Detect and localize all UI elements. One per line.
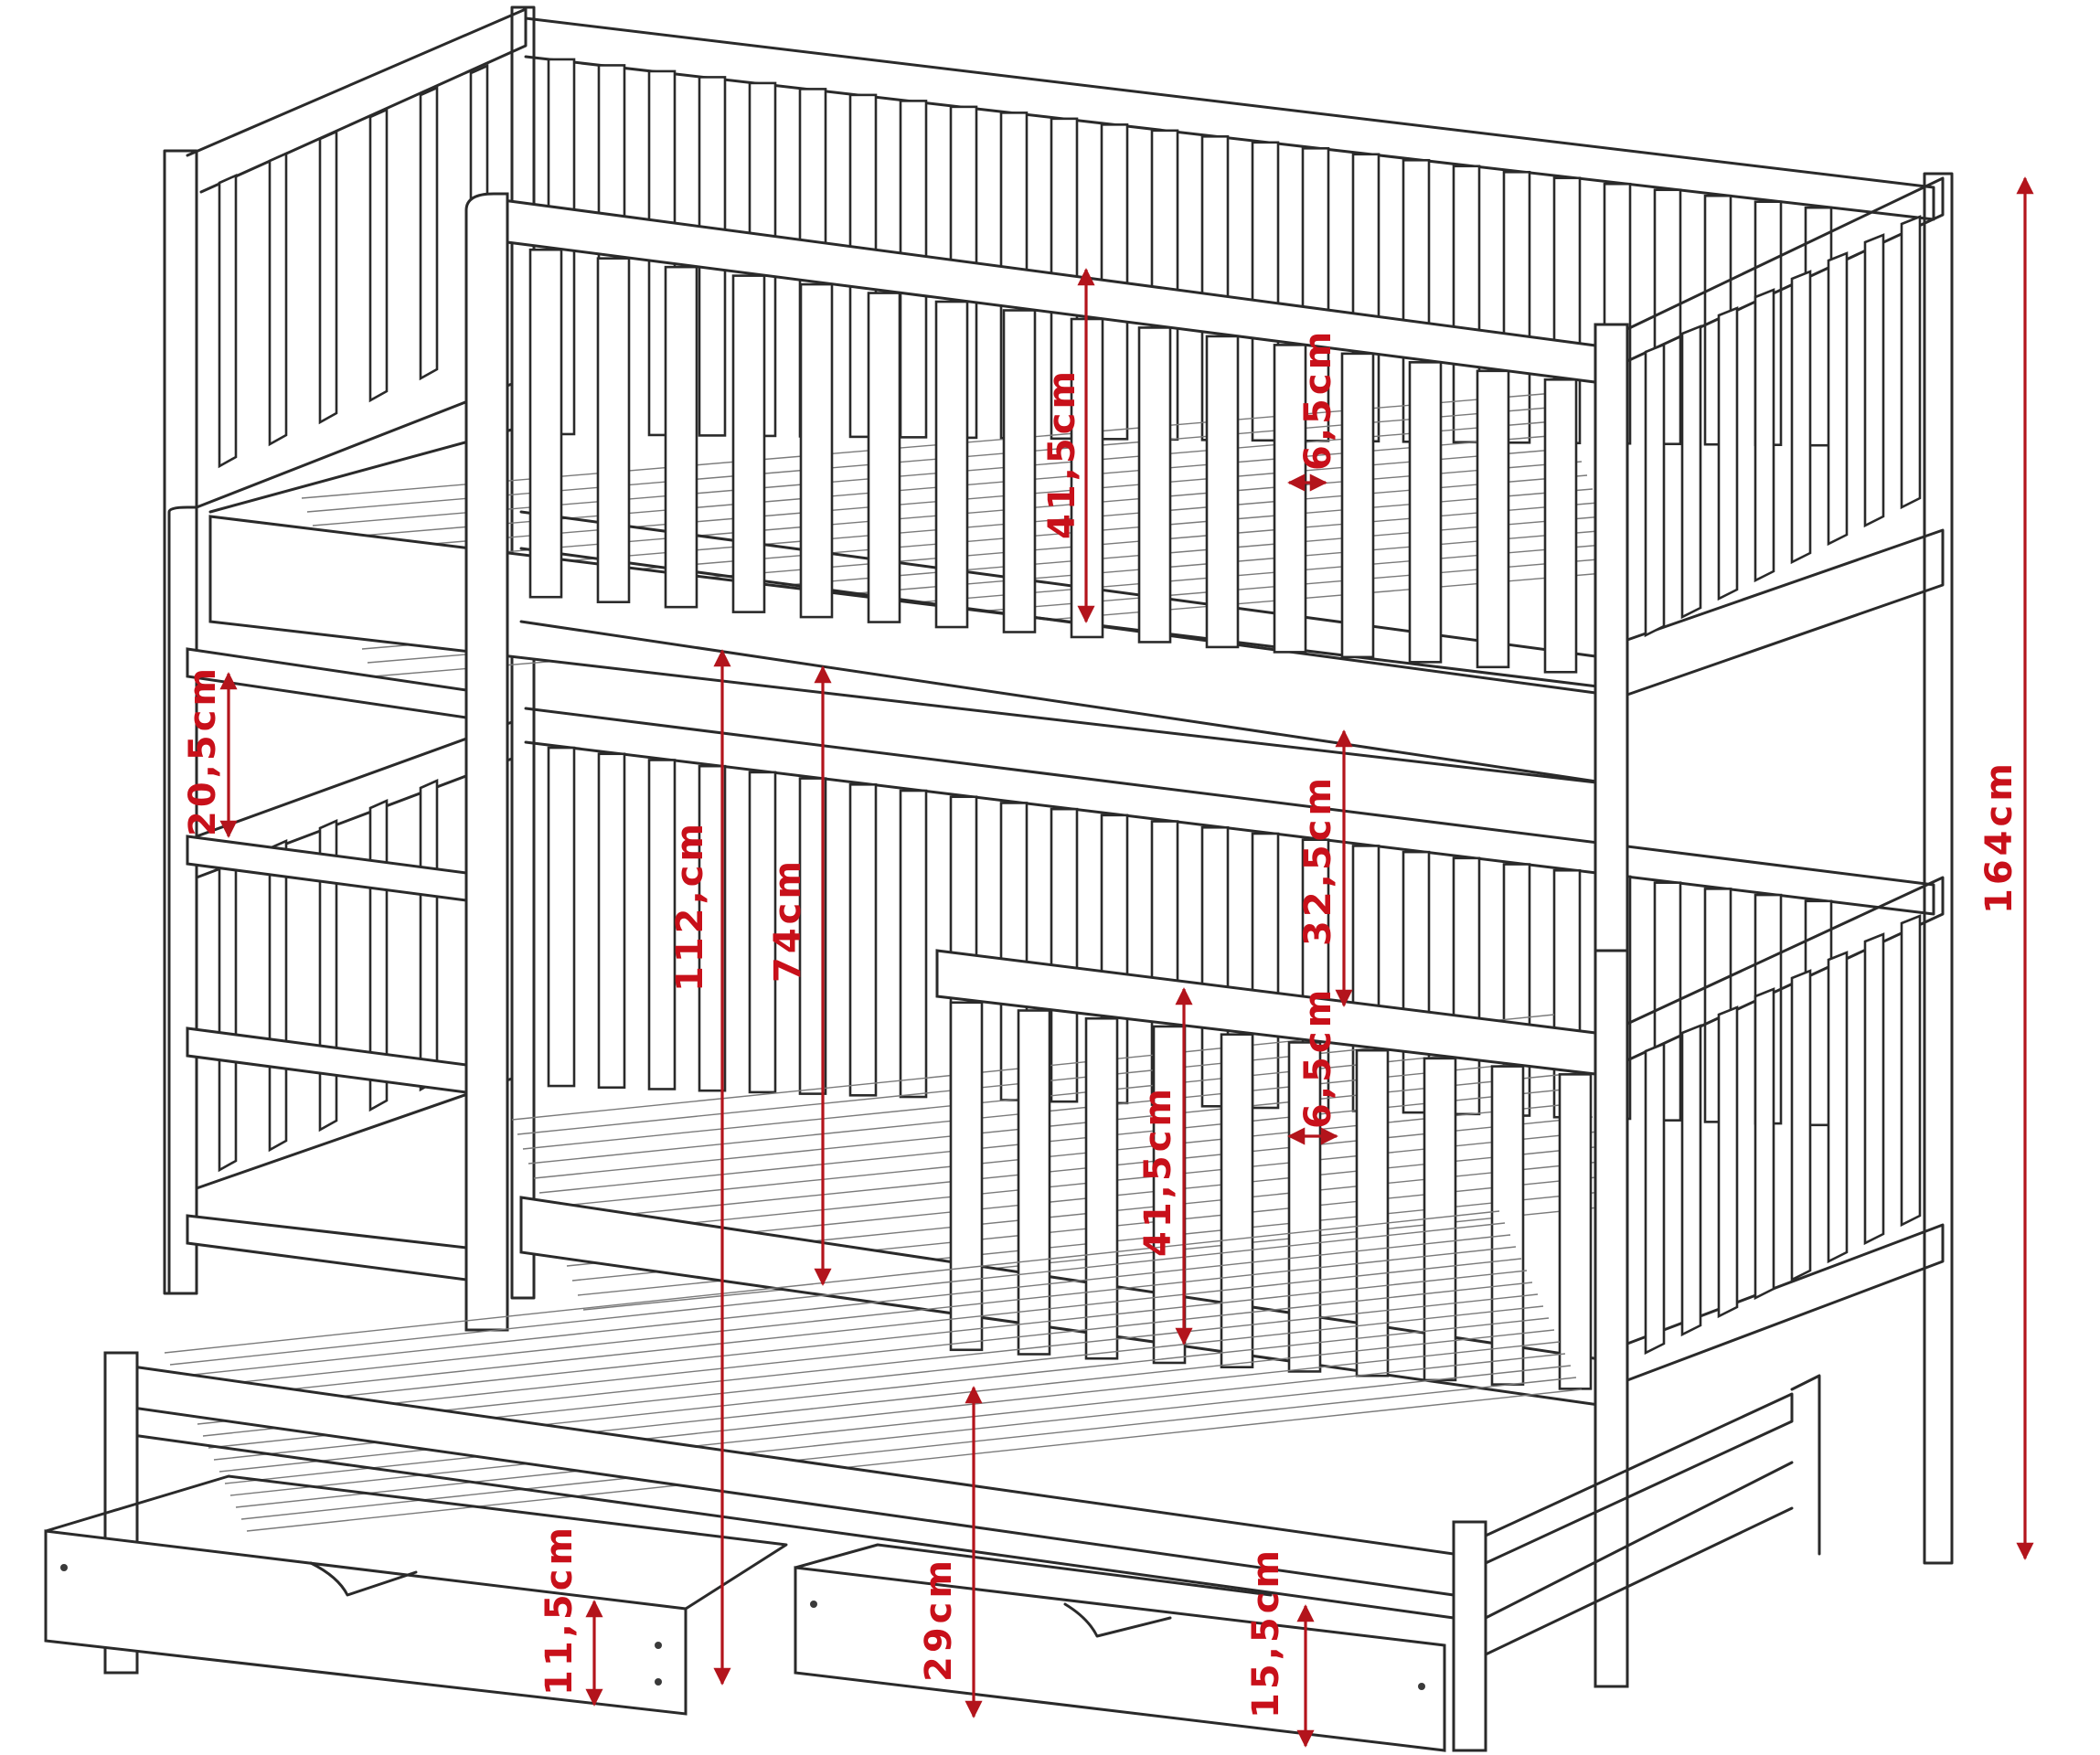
trundle-slat-line <box>180 1246 1517 1389</box>
left-drawer <box>44 1474 788 1716</box>
left-lower-slat <box>268 838 288 1153</box>
back-lower-slats <box>547 746 1833 1127</box>
lower-bunk <box>511 876 1945 1409</box>
right-lower-slat <box>1900 914 1922 1228</box>
label-total-height: 164cm <box>1978 760 2020 914</box>
front-lower-slat <box>1423 1057 1457 1382</box>
front-upper-slat <box>664 265 698 609</box>
label-ladder-step: 20,5cm <box>182 665 224 836</box>
trundle-slat-line <box>235 1365 1572 1508</box>
back-lower-slat <box>1251 832 1280 1110</box>
right-upper-slat <box>1644 343 1666 638</box>
right-upper-slat <box>1900 215 1922 510</box>
trundle-slat-line <box>246 1388 1583 1532</box>
back-lower-slat <box>899 789 928 1099</box>
back-lower-slat <box>1050 807 1079 1103</box>
back-lower-slat <box>748 771 777 1094</box>
lower-bed-slat-line <box>533 1072 1577 1179</box>
front-upper-slat <box>867 292 901 623</box>
front-upper-slat <box>1002 309 1037 633</box>
right-upper-slat <box>1790 270 1812 565</box>
front-lower-slat <box>1084 1016 1119 1360</box>
left-upper-slat <box>419 85 439 381</box>
front-lower-slat <box>1558 1073 1593 1390</box>
right-lower-slat <box>1717 1005 1739 1319</box>
front-upper-slat <box>596 257 631 603</box>
trundle-slat-line <box>191 1270 1528 1413</box>
trundle-slat-line <box>169 1222 1506 1366</box>
right-lower-slat <box>1644 1042 1666 1356</box>
right-drawer <box>794 1543 1446 1752</box>
label-lower-clearance: 32,5cm <box>1297 774 1339 946</box>
label-frame-to-top-bed: 112,cm <box>669 820 711 992</box>
front-upper-slat <box>1476 369 1510 669</box>
left-lower-slat <box>419 778 439 1092</box>
label-left-drawer-height: 11,5cm <box>538 1524 581 1696</box>
trundle-slat-line <box>224 1341 1561 1484</box>
front-lower-slat <box>1220 1033 1254 1368</box>
front-upper-slat <box>799 282 834 619</box>
left-upper-slat <box>268 151 288 447</box>
right-upper-slat <box>1863 233 1885 528</box>
label-trundle-height: 29cm <box>918 1557 960 1682</box>
front-lower-slat <box>1017 1009 1051 1356</box>
front-upper-slat <box>731 274 766 613</box>
trundle <box>103 1210 1821 1752</box>
trundle-slat-line <box>164 1210 1500 1354</box>
back-upper-slat <box>1452 165 1481 444</box>
back-lower-slat <box>1200 825 1230 1108</box>
front-upper-slat <box>1543 378 1578 674</box>
dimension-annotations: 41,5cm 6,5cm 20,5cm 32,5cm 112,cm 74cm 1… <box>182 176 2034 1748</box>
trundle-slat-line <box>197 1282 1533 1425</box>
label-lower-slat-gap: 6,5cm <box>1297 986 1339 1129</box>
front-lower-slat <box>1490 1065 1525 1386</box>
left-lower-end-panel <box>195 720 514 1190</box>
front-posts <box>167 192 1629 1688</box>
right-upper-slat <box>1827 251 1849 547</box>
trundle-slat-line <box>186 1258 1522 1401</box>
trundle-slat-line <box>175 1234 1511 1377</box>
right-lower-slat <box>1863 932 1885 1246</box>
trundle-slat-line <box>240 1377 1577 1520</box>
back-lower-slat <box>848 783 878 1097</box>
left-upper-slat <box>318 129 338 425</box>
left-upper-slat <box>218 173 238 469</box>
back-upper-slat <box>1502 170 1531 444</box>
front-upper-slat <box>934 300 969 629</box>
front-lower-slat <box>1287 1041 1322 1373</box>
right-lower-slat <box>1827 951 1849 1264</box>
right-upper-slat <box>1717 306 1739 601</box>
front-upper-slat <box>528 248 563 599</box>
right-upper-slat <box>1754 288 1775 583</box>
front-upper-slat <box>1137 326 1172 644</box>
front-upper-slat <box>1205 335 1240 649</box>
right-lower-slat <box>1680 1024 1702 1337</box>
left-upper-slat <box>368 107 389 403</box>
left-lower-slat <box>218 858 238 1173</box>
front-upper-slat <box>1273 344 1307 654</box>
back-lower-slat <box>647 759 677 1090</box>
label-lower-rail-height: 41,5cm <box>1137 1085 1179 1257</box>
front-upper-slat <box>1340 352 1375 659</box>
front-lower-slat <box>1355 1048 1390 1377</box>
right-lower-slat <box>1754 987 1775 1301</box>
ladder <box>186 647 468 1282</box>
label-top-slat-gap: 6,5cm <box>1297 328 1339 471</box>
trundle-slat-line <box>229 1353 1566 1496</box>
front-upper-slat <box>1408 361 1443 664</box>
back-lower-slat <box>547 746 576 1088</box>
right-lower-slat <box>1790 969 1812 1282</box>
lower-bed-slat-line <box>538 1087 1583 1194</box>
label-right-drawer-height: 15,5cm <box>1245 1547 1287 1718</box>
right-upper-slat <box>1680 324 1702 620</box>
back-lower-slat <box>1452 856 1481 1116</box>
back-lower-slat <box>597 752 626 1090</box>
front-lower-slat <box>949 1001 984 1352</box>
label-lower-to-top-bed: 74cm <box>767 857 809 983</box>
label-top-rail-height: 41,5cm <box>1041 367 1083 539</box>
